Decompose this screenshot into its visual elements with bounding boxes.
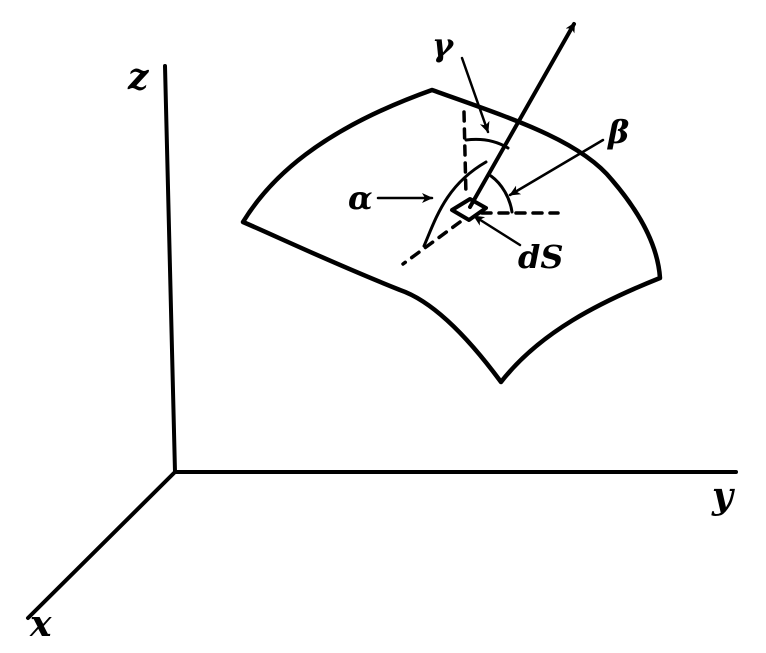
ds-label: dS [518,238,563,276]
beta-pointer-arrow [508,138,605,197]
surface-element-ds [450,197,488,222]
x-axis [26,470,177,620]
z-reference-dashed [462,110,468,198]
normal-vector [468,22,576,209]
gamma-arc [464,137,510,150]
coordinate-axes [26,64,738,620]
beta-label: β [607,113,629,151]
gamma-label: γ [432,26,455,64]
alpha-arc [422,160,488,248]
z-axis-label: z [127,56,150,98]
x-reference-dashed [401,220,462,266]
z-axis [163,64,177,474]
x-axis-label: x [29,603,52,645]
alpha-label: α [348,179,373,217]
ds-pointer-arrow [472,214,522,247]
y-axis-label: y [711,475,735,517]
beta-arc [489,174,514,214]
gamma-pointer-arrow [460,56,490,134]
surface-patch [240,87,663,385]
